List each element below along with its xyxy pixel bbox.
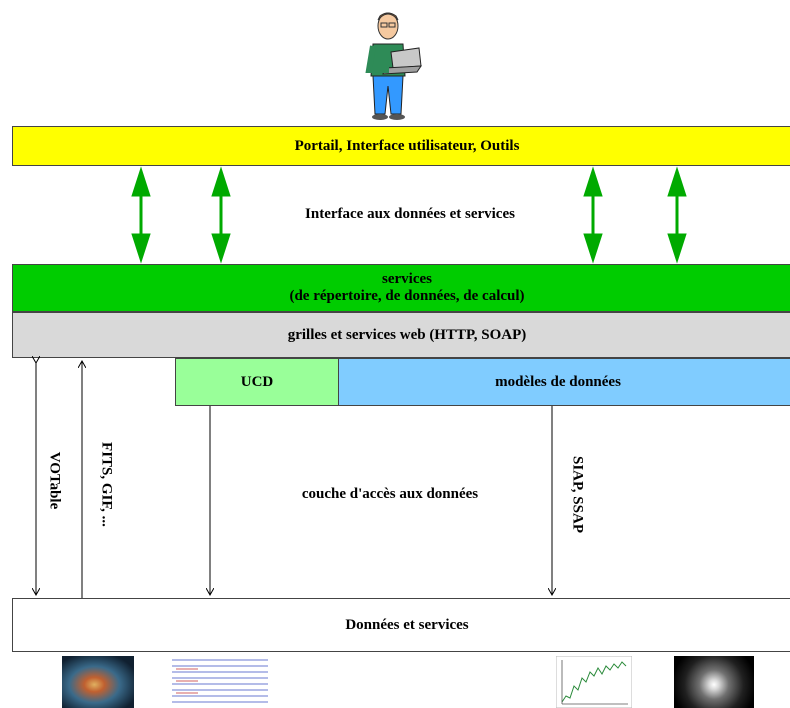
portal-layer-label: Portail, Interface utilisateur, Outils bbox=[294, 137, 520, 154]
user-with-laptop-icon bbox=[365, 12, 422, 120]
services-layer: services (de répertoire, de données, de … bbox=[12, 264, 790, 312]
green-double-arrow-1 bbox=[131, 166, 151, 264]
interface-layer-label: Interface aux données et services bbox=[305, 206, 515, 222]
services-layer-title: services bbox=[382, 271, 432, 287]
galaxy-image-icon bbox=[674, 656, 754, 708]
data-layer: Données et services bbox=[12, 598, 790, 652]
fits-gif-label: FITS, GIF, ... bbox=[98, 442, 115, 527]
data-layer-label: Données et services bbox=[345, 616, 469, 633]
services-layer-subtitle: (de répertoire, de données, de calcul) bbox=[289, 288, 525, 304]
data-models-box: modèles de données bbox=[338, 358, 790, 406]
siap-ssap-label: SIAP, SSAP bbox=[569, 456, 586, 533]
grids-layer-label: grilles et services web (HTTP, SOAP) bbox=[287, 326, 527, 343]
ucd-box-label: UCD bbox=[240, 373, 274, 390]
green-double-arrow-4 bbox=[667, 166, 687, 264]
access-layer-label: couche d'accès aux données bbox=[301, 486, 479, 502]
data-table-image-icon bbox=[168, 654, 274, 708]
spectrum-plot-image-icon bbox=[556, 656, 632, 708]
nebula-image-icon bbox=[62, 656, 134, 708]
portal-layer: Portail, Interface utilisateur, Outils bbox=[12, 126, 790, 166]
data-models-label: modèles de données bbox=[495, 373, 621, 390]
ucd-box: UCD bbox=[175, 358, 339, 406]
votable-label: VOTable bbox=[46, 451, 63, 510]
grids-layer: grilles et services web (HTTP, SOAP) bbox=[12, 312, 790, 358]
